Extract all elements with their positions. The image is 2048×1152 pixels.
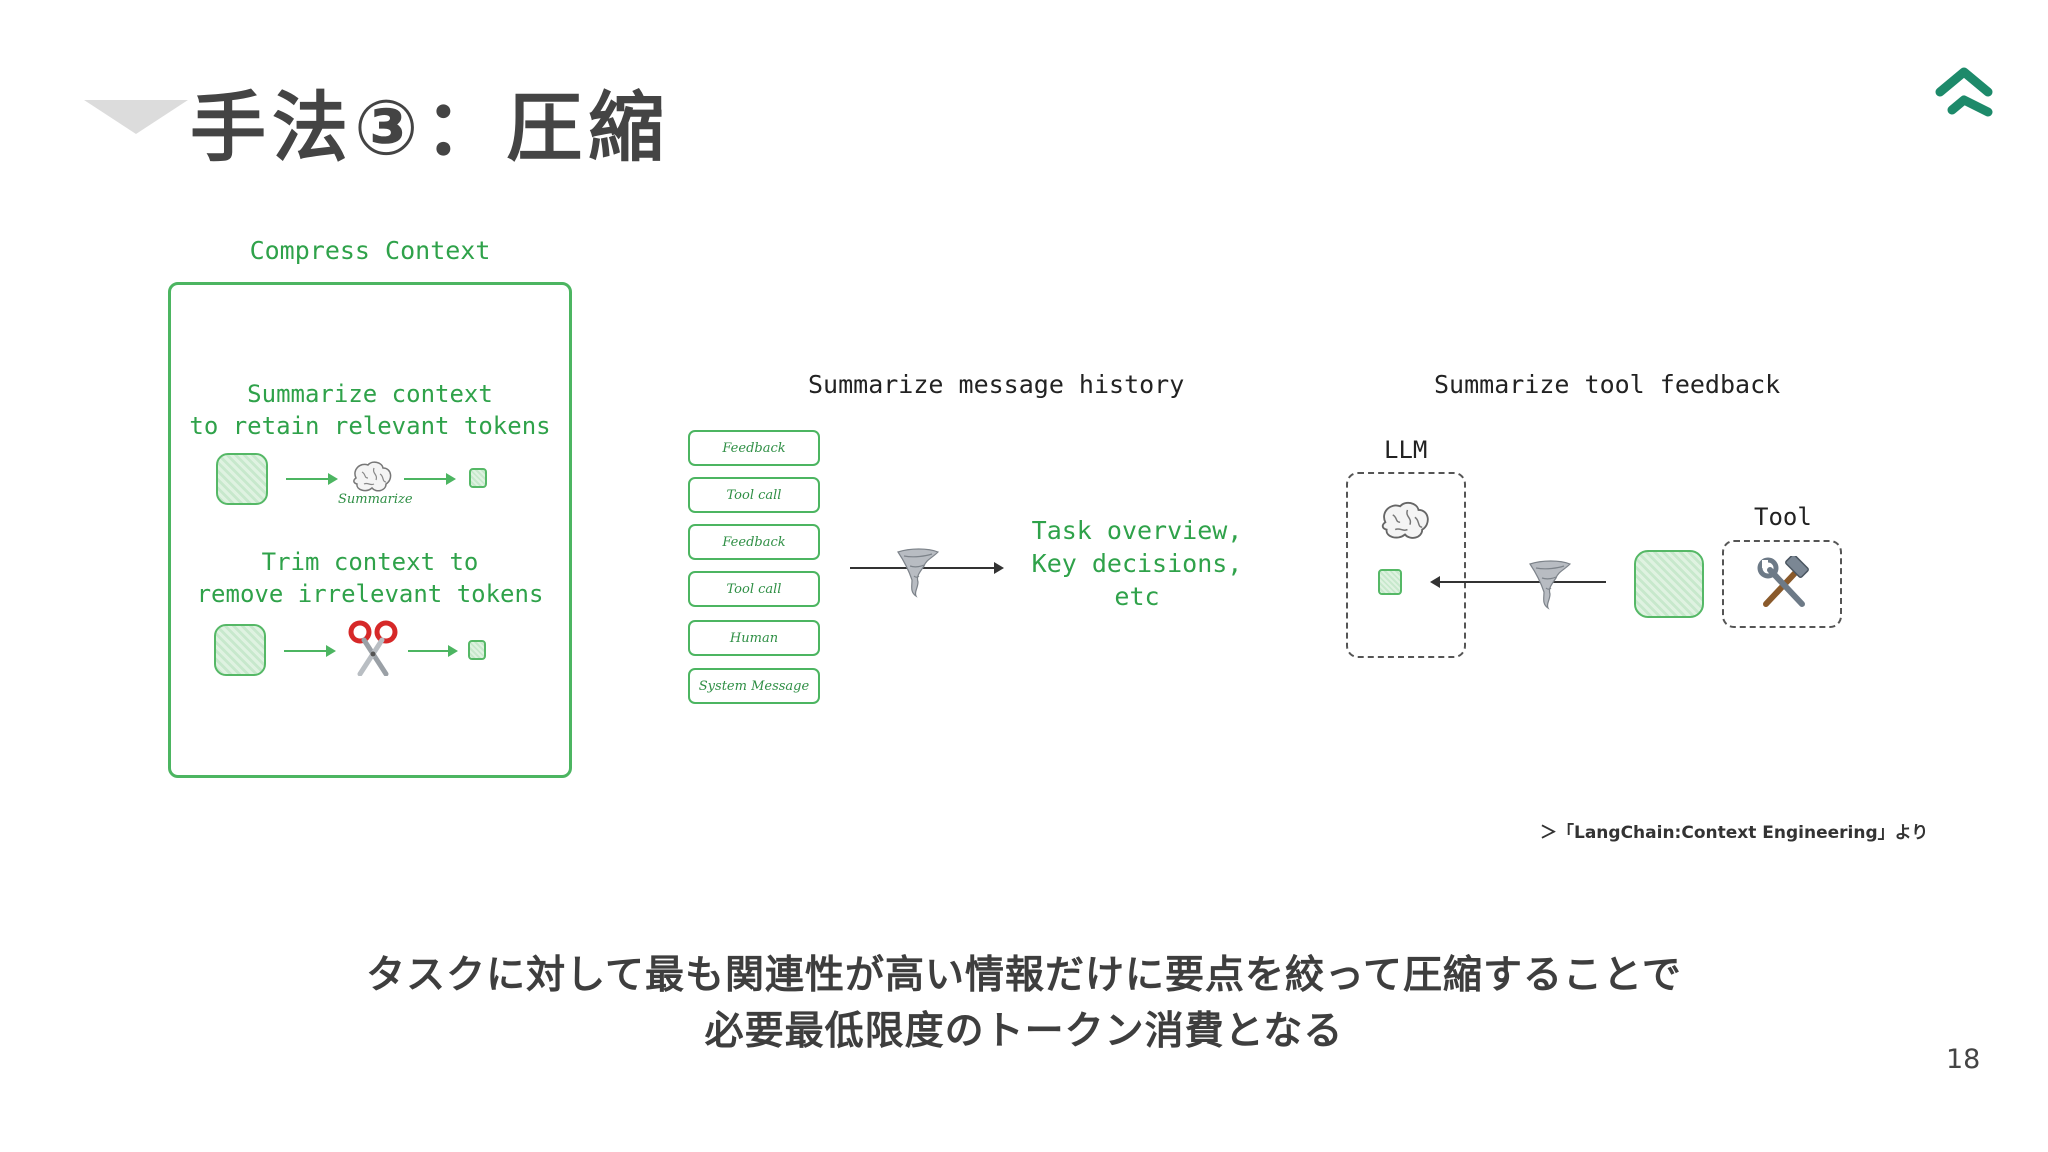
message-item: Feedback: [688, 430, 820, 466]
summary-text-line-1: タスクに対して最も関連性が高い情報だけに要点を絞って圧縮することで: [366, 953, 1682, 998]
feedback-arrow: [1430, 576, 1606, 588]
brain-icon: [353, 461, 392, 492]
message-item: Tool call: [688, 477, 820, 513]
message-item: System Message: [688, 668, 820, 704]
tornado-icon: [897, 548, 940, 598]
tornado-icon: [1529, 560, 1572, 610]
compress-arrow: [850, 562, 1004, 574]
summarize-line-1: Summarize context: [247, 380, 493, 408]
trim-line-1: Trim context to: [261, 548, 479, 576]
llm-label: LLM: [1384, 436, 1428, 464]
compress-context-panel: [168, 282, 572, 778]
summary-block: [469, 468, 487, 488]
message-item: Tool call: [688, 571, 820, 607]
arrow: [404, 473, 456, 485]
summary-block: [1378, 569, 1402, 595]
summary-line-2: Key decisions,: [1031, 549, 1243, 578]
trim-line-2: remove irrelevant tokens: [196, 580, 544, 608]
title-triangle-icon: [84, 100, 188, 134]
brain-icon: [1381, 501, 1429, 539]
source-caption: ＞「LangChain:Context Engineering」より: [1540, 823, 1929, 843]
logo-icon: [1935, 67, 1993, 117]
page-number: 18: [1946, 1044, 1981, 1075]
llm-box: [1346, 472, 1466, 658]
message-history-title: Summarize message history: [808, 370, 1185, 399]
tool-feedback-title: Summarize tool feedback: [1434, 370, 1781, 399]
tool-box: [1722, 540, 1842, 628]
arrow: [408, 645, 458, 657]
summarize-line-2: to retain relevant tokens: [189, 412, 551, 440]
summary-line-3: etc: [1114, 582, 1160, 611]
summary-line-1: Task overview,: [1031, 516, 1243, 545]
slide-title: 手法③：圧縮: [190, 83, 671, 172]
tool-output-block: [1634, 550, 1704, 618]
arrow: [284, 645, 336, 657]
message-item: Feedback: [688, 524, 820, 560]
tool-label: Tool: [1754, 503, 1812, 531]
trimmed-block: [468, 640, 486, 660]
summarize-label: Summarize: [338, 492, 413, 507]
hammer-wrench-icon: [1757, 556, 1809, 607]
compress-context-title: Compress Context: [249, 236, 491, 265]
message-item: Human: [688, 620, 820, 656]
arrow: [286, 473, 338, 485]
context-block: [216, 453, 268, 505]
context-block: [214, 624, 266, 676]
scissors-icon: [348, 620, 398, 676]
summary-text-line-2: 必要最低限度のトークン消費となる: [704, 1009, 1344, 1054]
